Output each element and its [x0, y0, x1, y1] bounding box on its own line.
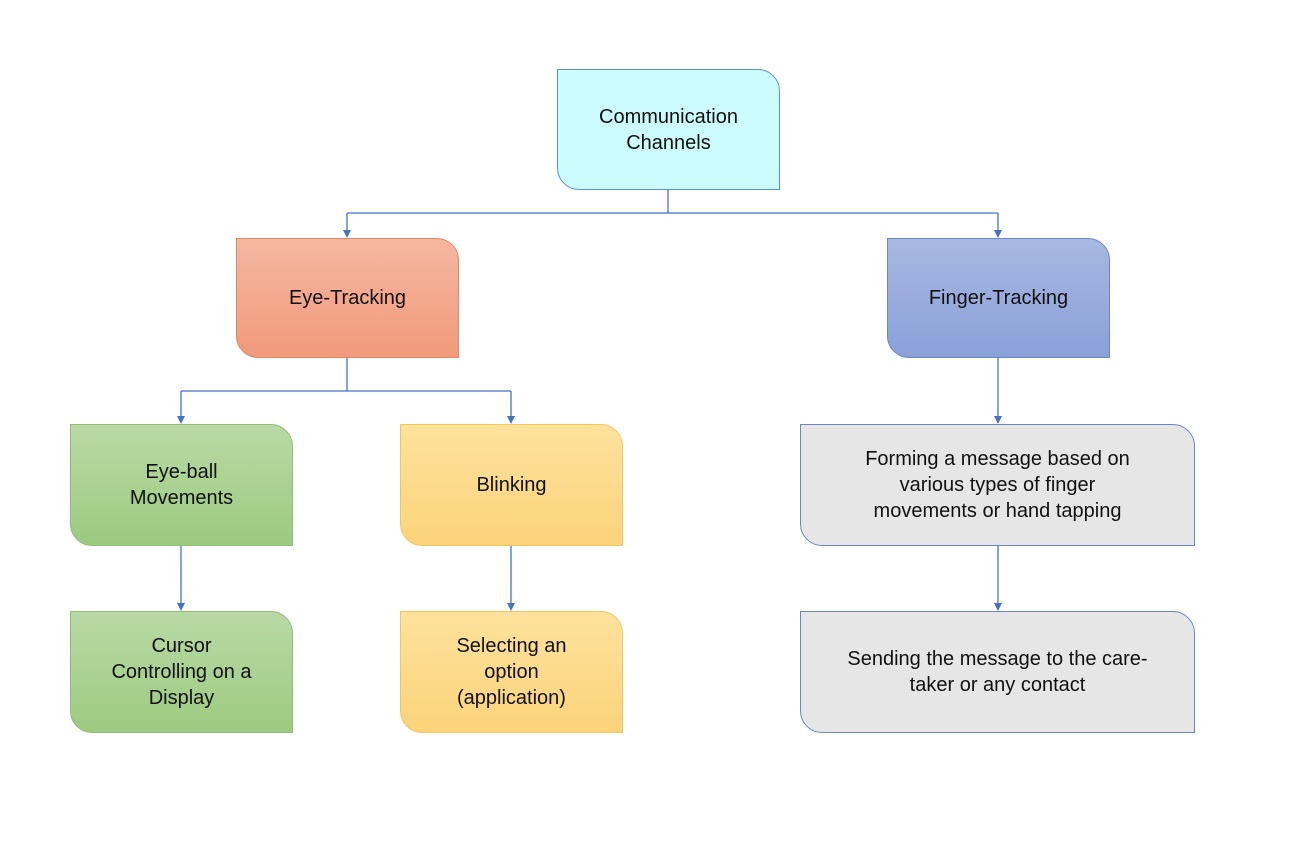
node-label: Sending the message to the care- taker o… [847, 648, 1148, 696]
node-eyeball-movements: Eye-ball Movements [70, 424, 293, 546]
node-label: Eye-Tracking [288, 287, 407, 309]
node-label: Communication Channels [599, 105, 738, 154]
node-label: Selecting an option (application) [456, 635, 567, 709]
node-label: Forming a message based on various types… [865, 448, 1130, 522]
node-label: Blinking [476, 474, 547, 496]
node-selecting-option: Selecting an option (application) [400, 611, 623, 733]
node-cursor-controlling: Cursor Controlling on a Display [70, 611, 293, 733]
node-finger-tracking: Finger-Tracking [887, 238, 1110, 358]
node-label: Eye-ball Movements [129, 461, 234, 509]
node-forming-message: Forming a message based on various types… [800, 424, 1195, 546]
node-blinking: Blinking [400, 424, 623, 546]
node-eye-tracking: Eye-Tracking [236, 238, 459, 358]
node-label: Cursor Controlling on a Display [111, 635, 252, 709]
node-communication-channels: Communication Channels [557, 69, 780, 190]
node-sending-message: Sending the message to the care- taker o… [800, 611, 1195, 733]
node-label: Finger-Tracking [928, 287, 1069, 309]
